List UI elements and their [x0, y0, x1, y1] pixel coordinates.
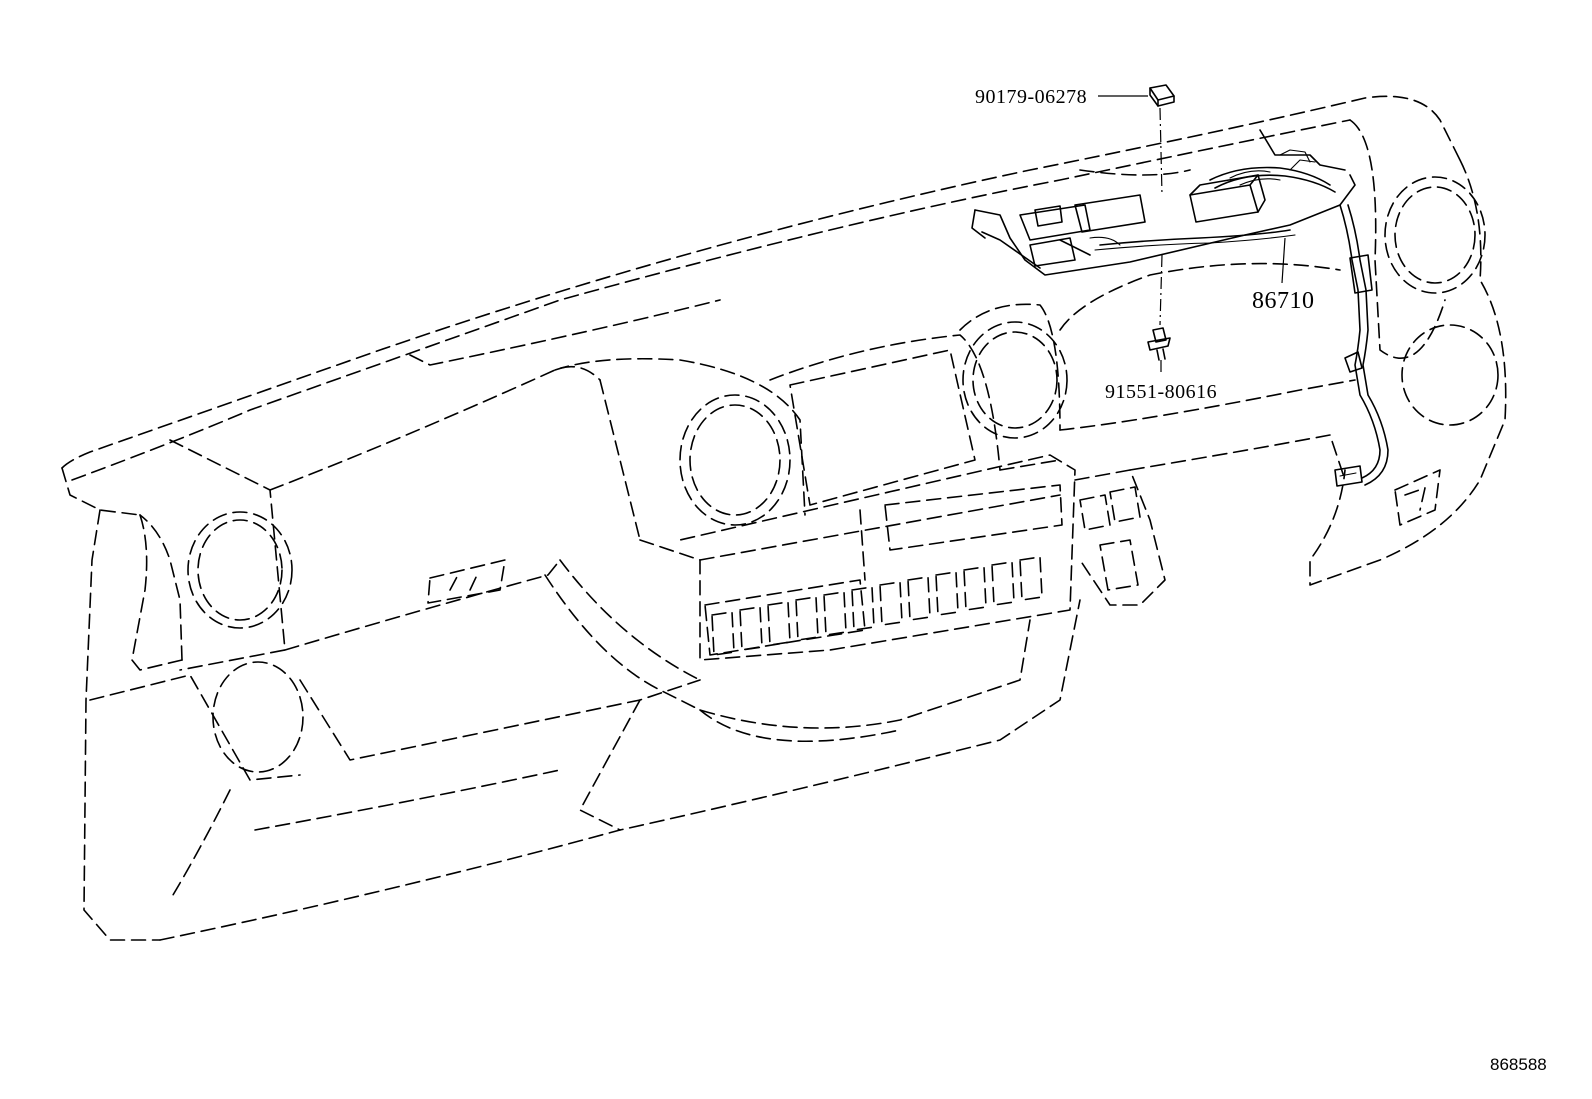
diagram-reference-number: 868588 — [1490, 1055, 1547, 1074]
harness-assembly — [971, 129, 1389, 487]
screw — [1147, 327, 1171, 361]
part-label-90179-06278[interactable]: 90179-06278 — [975, 86, 1087, 108]
alignment-centerline — [1159, 107, 1163, 196]
instrument-panel-outline — [61, 95, 1507, 941]
alignment-centerline-lower — [1159, 254, 1163, 326]
part-label-91551-80616[interactable]: 91551-80616 — [1105, 381, 1217, 403]
leader-86710 — [1281, 237, 1286, 284]
button-row — [711, 556, 1043, 656]
part-label-86710[interactable]: 86710 — [1252, 288, 1315, 314]
clip-nut — [1149, 84, 1175, 107]
